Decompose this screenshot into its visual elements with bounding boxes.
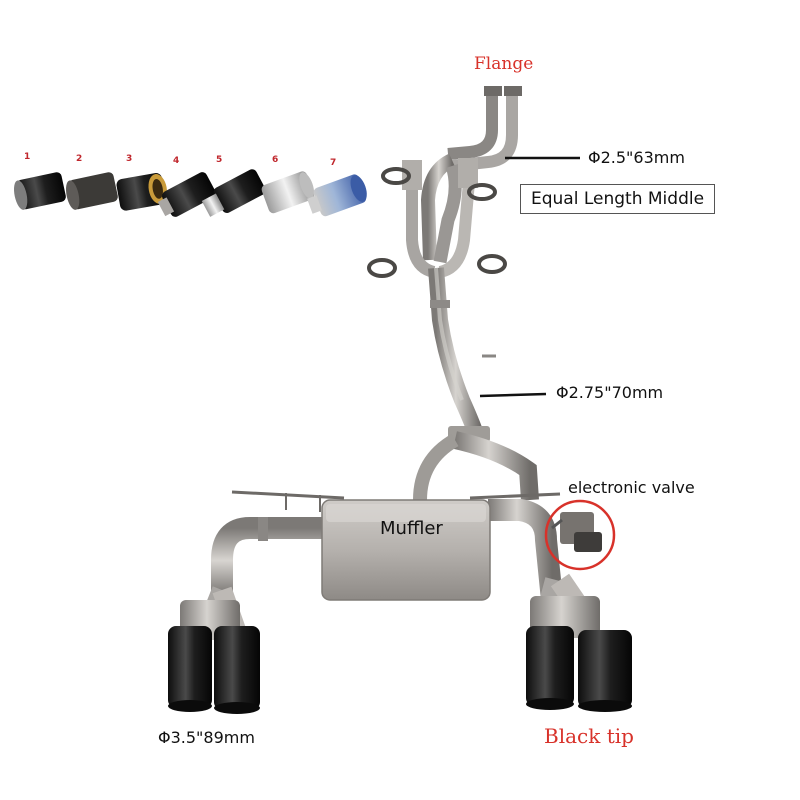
mid-pipe: [413, 267, 539, 501]
tip-option-2: [65, 172, 118, 210]
tip-option-5-number: 5: [216, 155, 223, 165]
right-tips: [526, 573, 632, 712]
tip-option-3-number: 3: [126, 154, 133, 164]
electronic-valve: [544, 499, 616, 571]
tip-option-1: [13, 172, 66, 210]
flange-label: Flange: [474, 54, 534, 74]
tip-option-6-number: 6: [272, 155, 279, 165]
tip-option-7-number: 7: [330, 158, 337, 168]
tip-option-5: [201, 169, 266, 217]
tip-options: [13, 169, 367, 217]
callout-lines: [479, 156, 580, 398]
v-band-clamps: [367, 167, 507, 278]
valve-highlight-circle: [544, 499, 616, 571]
front-pipes: [402, 86, 522, 278]
tip-89mm-label: Φ3.5"89mm: [158, 728, 255, 747]
muffler-assembly: [211, 490, 563, 602]
tip-option-2-number: 2: [76, 154, 83, 164]
tip-option-7: [307, 174, 367, 217]
electronic-valve-label: electronic valve: [568, 478, 695, 497]
pipe-63mm-label: Φ2.5"63mm: [588, 148, 685, 167]
muffler-label: Muffler: [380, 518, 443, 539]
left-tips: [168, 586, 260, 714]
equal-length-middle-label: Equal Length Middle: [520, 184, 716, 214]
black-tip-label: Black tip: [544, 724, 634, 748]
pipe-70mm-label: Φ2.75"70mm: [556, 383, 664, 402]
tip-option-6: [261, 171, 315, 214]
tip-option-4: [157, 172, 216, 217]
tip-option-1-number: 1: [24, 152, 31, 162]
tip-option-4-number: 4: [173, 156, 180, 166]
